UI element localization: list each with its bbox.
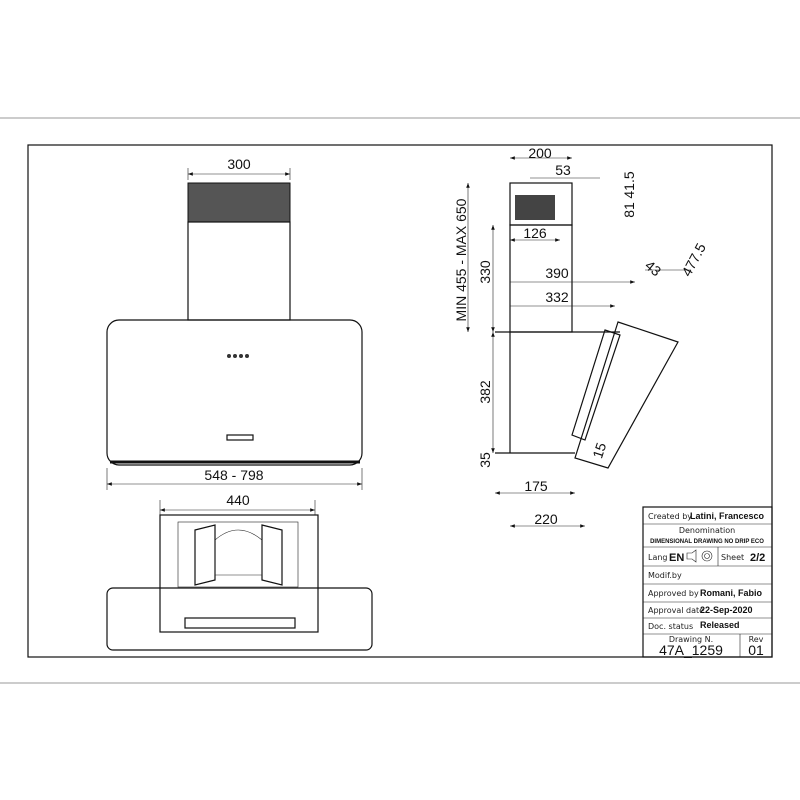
lang-value: EN: [669, 552, 684, 564]
chimney-lower-section: [187, 221, 291, 321]
sheet-label: Sheet: [721, 553, 744, 562]
doc-status-value: Released: [700, 620, 740, 630]
length-477.5-label: 477.5: [678, 240, 709, 279]
modif-by-label: Modif.by: [648, 571, 682, 580]
depth-126-label: 126: [523, 225, 547, 241]
created-by-value: Latini, Francesco: [690, 511, 765, 521]
approval-date-value: 22-Sep-2020: [700, 605, 753, 615]
rev-value: 01: [748, 642, 764, 658]
depth-200-label: 200: [528, 145, 552, 161]
drawing-number-label: Drawing N.: [669, 635, 713, 644]
thickness-15-label: 15: [589, 440, 609, 460]
projection-trapezoid-icon: [686, 549, 697, 563]
title-block: Created by Latini, Francesco Denominatio…: [642, 506, 773, 658]
panel-frame: [571, 329, 621, 441]
drawing-frame: [27, 144, 773, 658]
front-view: 300 548 - 798: [106, 156, 363, 490]
depth-332-label: 332: [545, 289, 569, 305]
bottom-width-label: 440: [226, 492, 250, 508]
denomination-label: Denomination: [679, 526, 735, 535]
approved-by-label: Approved by: [648, 589, 699, 598]
angle-43-label: 43: [642, 257, 664, 279]
tilted-glass-panel: [574, 321, 679, 469]
height-35-label: 35: [477, 452, 493, 468]
created-by-label: Created by: [648, 512, 692, 521]
hood-width-label: 548 - 798: [204, 467, 263, 483]
rev-label: Rev: [749, 635, 764, 644]
hood-plate: [106, 587, 373, 651]
sheet-value: 2/2: [750, 552, 765, 564]
chimney-top-section: [187, 182, 291, 223]
projection-circle-icon: [701, 550, 713, 562]
light-strip: [226, 434, 254, 441]
doc-status-label: Doc. status: [648, 622, 693, 631]
bottom-view: 440: [106, 492, 373, 651]
fan-blades: [194, 524, 283, 586]
grease-filter-handle: [184, 617, 296, 629]
fan-frame: [177, 521, 299, 588]
height-range-label: MIN 455 - MAX 650: [453, 198, 469, 321]
approved-by-value: Romani, Fabio: [700, 588, 763, 598]
depth-220-label: 220: [534, 511, 558, 527]
chimney-width-label: 300: [227, 156, 251, 172]
lang-label: Lang: [648, 553, 668, 562]
height-382-label: 382: [477, 380, 493, 404]
control-buttons: [227, 354, 249, 358]
motor-housing: [159, 514, 319, 633]
depth-390-label: 390: [545, 265, 569, 281]
denomination-value: DIMENSIONAL DRAWING NO DRIP ECO: [650, 539, 764, 545]
side-view: 200 53 41.5 81 126 330 390 332 43 477.5 …: [453, 145, 709, 528]
vent-grille: [515, 195, 555, 220]
height-330-label: 330: [477, 260, 493, 284]
height-41.5-label: 41.5: [621, 171, 637, 198]
hood-glass-panel: [106, 319, 363, 466]
height-81-label: 81: [621, 202, 637, 218]
depth-175-label: 175: [524, 478, 548, 494]
fan-scroll: [214, 529, 263, 576]
drawing-number-value: 47A_1259: [659, 642, 723, 658]
approval-date-label: Approval date: [648, 606, 704, 615]
offset-53-label: 53: [555, 162, 571, 178]
